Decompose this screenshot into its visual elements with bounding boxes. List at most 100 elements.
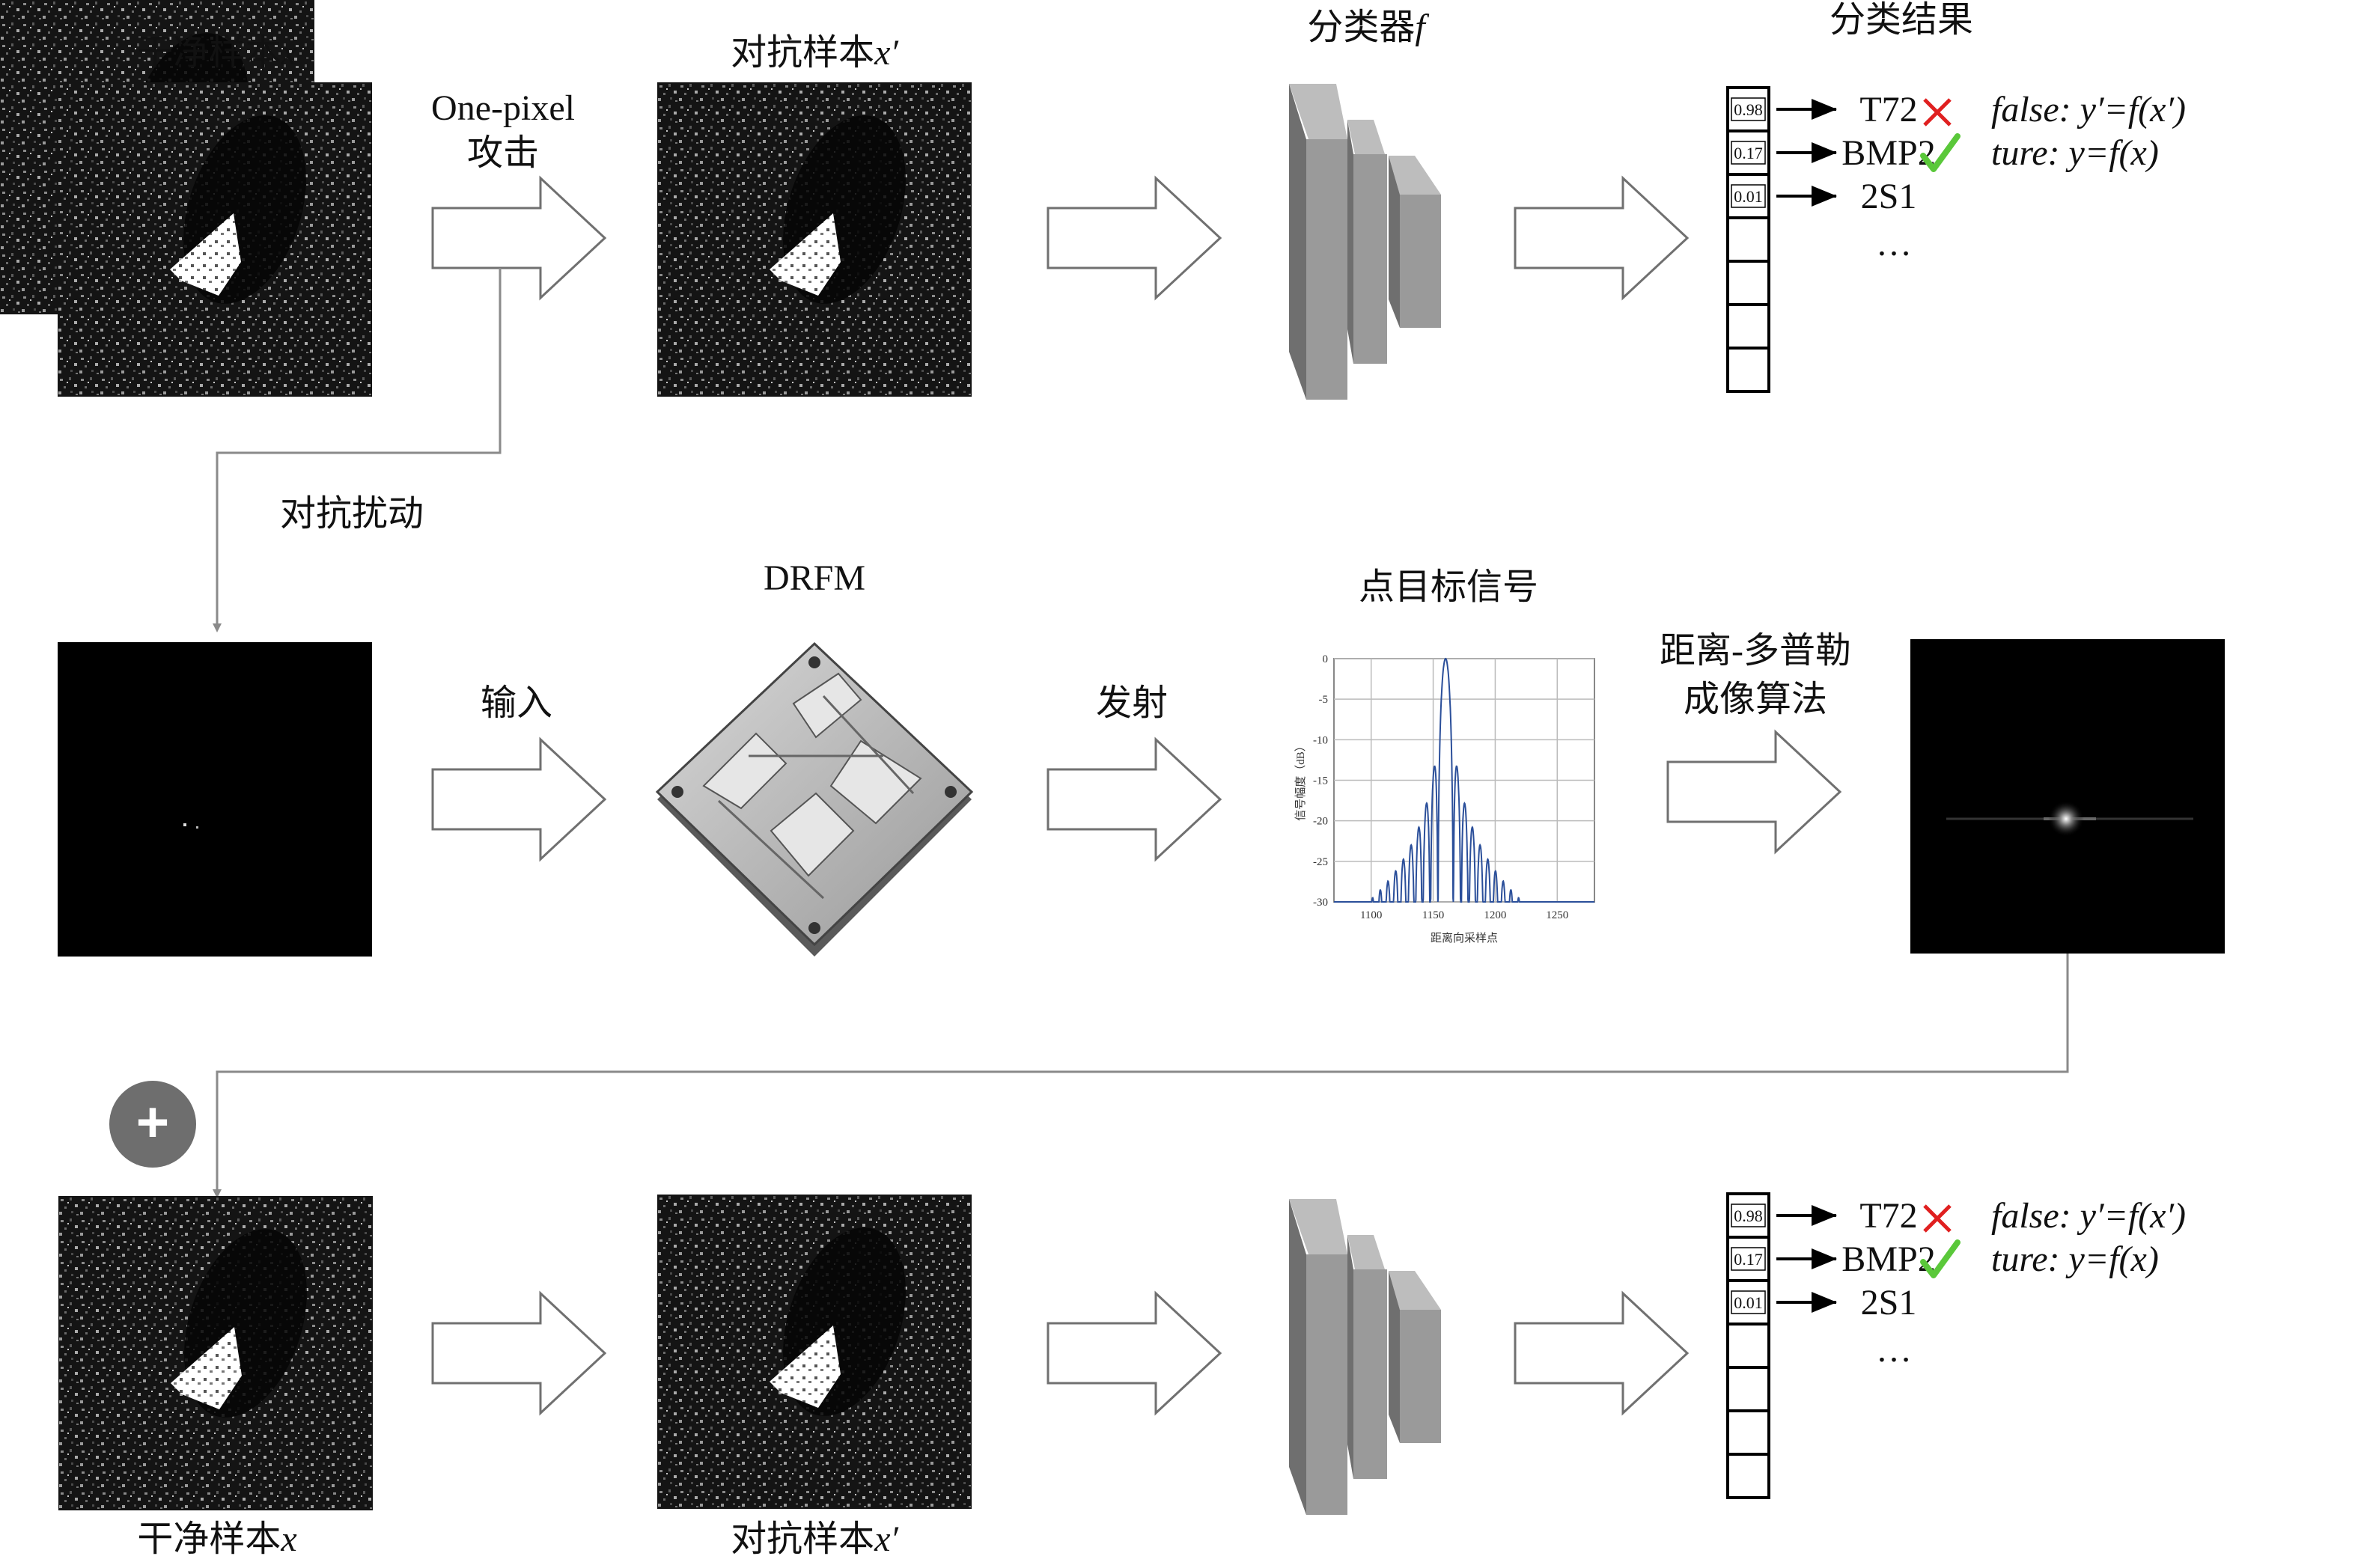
result-prob-2: 0.01	[1734, 1293, 1763, 1312]
result-prob-0: 0.98	[1734, 100, 1763, 119]
transmit-arrow	[1047, 736, 1222, 862]
perturbation-label: 对抗扰动	[280, 494, 424, 534]
arrow-row3-2	[1047, 1290, 1222, 1416]
result-ellipsis: …	[1876, 224, 1912, 263]
svg-text:干净样本x: 干净样本x	[137, 1519, 296, 1559]
clean-sample-var-bottom: x	[280, 1519, 296, 1559]
transmit-label: 发射	[1096, 683, 1168, 723]
result-cell	[1726, 1366, 1770, 1412]
true-equation: ture: y=f(x)	[1991, 133, 2159, 173]
result-class-0: T72	[1859, 1196, 1917, 1236]
result-cell	[1726, 129, 1770, 176]
svg-text:干净样本x: 干净样本x	[137, 33, 296, 73]
prob-box	[1731, 1290, 1766, 1314]
adv-sample-label: 对抗样本	[731, 33, 874, 73]
result-class-2: 2S1	[1861, 1283, 1917, 1323]
true-equation: ture: y=f(x)	[1991, 1239, 2159, 1279]
adv-sample-image	[657, 82, 972, 397]
y-tick-label: -25	[1313, 856, 1328, 868]
input-label: 输入	[481, 683, 552, 723]
arrow-row3-3	[1514, 1290, 1690, 1416]
result-title: 分类结果	[1830, 0, 1973, 40]
svg-text:对抗样本x′: 对抗样本x′	[731, 1519, 899, 1559]
drfm-chip-image	[655, 641, 974, 957]
arrow-row3-1	[431, 1290, 607, 1416]
result-prob-1: 0.17	[1734, 144, 1763, 162]
clean-sample-label: 干净样本	[137, 33, 281, 73]
prob-box	[1731, 1204, 1766, 1227]
adv-sample-image-bottom	[657, 1195, 972, 1509]
attack-label-line1: One-pixel	[431, 88, 575, 128]
addition-connector	[213, 954, 2069, 1198]
drfm-label: DRFM	[764, 558, 865, 598]
classifier-network-icon-bottom	[1289, 1199, 1441, 1515]
check-icon	[1920, 1239, 1961, 1278]
prob-box	[1731, 141, 1766, 165]
arrow-to-classifier	[1047, 175, 1222, 301]
y-tick-label: -15	[1313, 775, 1328, 787]
arrow-to-results	[1514, 175, 1690, 301]
signal-series-line	[1334, 657, 1594, 903]
adv-sample-label-bottom: 对抗样本	[731, 1519, 874, 1559]
cross-icon	[1923, 98, 1952, 126]
result-cell	[1726, 173, 1770, 219]
result-cell	[1726, 1453, 1770, 1499]
result-class-1: BMP2	[1841, 1239, 1935, 1279]
prob-box	[1731, 1247, 1766, 1271]
adv-sample-var: x′	[874, 33, 899, 73]
attack-arrow	[431, 175, 607, 301]
plus-symbol: +	[136, 1090, 169, 1154]
result-cell	[1726, 303, 1770, 350]
false-equation: false: y′=f(x′)	[1991, 90, 2186, 129]
classifier-network-icon	[1289, 84, 1441, 400]
perturbation-image	[58, 642, 372, 957]
result-cell	[1726, 1409, 1770, 1456]
clean-sample-var: x	[280, 33, 296, 73]
result-class-2: 2S1	[1861, 177, 1917, 216]
result-class-0: T72	[1859, 90, 1917, 129]
signal-label: 点目标信号	[1359, 567, 1538, 607]
result-cell	[1726, 1279, 1770, 1326]
result-cell	[1726, 1323, 1770, 1369]
adv-sample-var-bottom: x′	[874, 1519, 899, 1559]
classifier-label: 分类器	[1307, 7, 1415, 47]
result-cell	[1726, 1236, 1770, 1282]
plus-icon: +	[109, 1081, 196, 1168]
result-prob-2: 0.01	[1734, 187, 1763, 206]
result-cell	[1726, 216, 1770, 263]
plot-xlabel: 距离向采样点	[1431, 932, 1498, 945]
result-cell	[1726, 260, 1770, 306]
x-tick-label: 1250	[1546, 909, 1568, 921]
x-tick-label: 1200	[1484, 909, 1506, 921]
x-tick-label: 1150	[1422, 909, 1444, 921]
check-icon	[1920, 133, 1961, 172]
y-tick-label: -5	[1319, 694, 1329, 706]
input-arrow	[431, 736, 607, 862]
perturbation-connector	[213, 268, 502, 632]
plot-y-ticks: 0-5-10-15-20-25-30	[1313, 653, 1328, 909]
plot-grid	[1334, 658, 1594, 903]
prob-box	[1731, 97, 1766, 121]
result-cell	[1726, 347, 1770, 393]
attack-label-line2: 攻击	[467, 133, 539, 173]
y-tick-label: -10	[1313, 734, 1328, 746]
imaging-label-line1: 距离-多普勒	[1660, 631, 1851, 671]
svg-text:对抗样本x′: 对抗样本x′	[731, 33, 899, 73]
false-equation: false: y′=f(x′)	[1991, 1196, 2186, 1236]
clean-sample-image-bottom	[58, 1196, 373, 1510]
result-prob-1: 0.17	[1734, 1250, 1763, 1269]
imaging-arrow	[1666, 729, 1842, 855]
y-tick-label: 0	[1323, 653, 1329, 665]
svg-text:分类器f: 分类器f	[1307, 7, 1429, 47]
clean-sample-label-bottom: 干净样本	[137, 1519, 281, 1559]
prob-box	[1731, 184, 1766, 208]
perturbation-pixel	[183, 823, 186, 826]
result-ellipsis: …	[1876, 1330, 1912, 1370]
classifier-var: f	[1415, 7, 1429, 47]
cross-icon	[1923, 1204, 1952, 1233]
